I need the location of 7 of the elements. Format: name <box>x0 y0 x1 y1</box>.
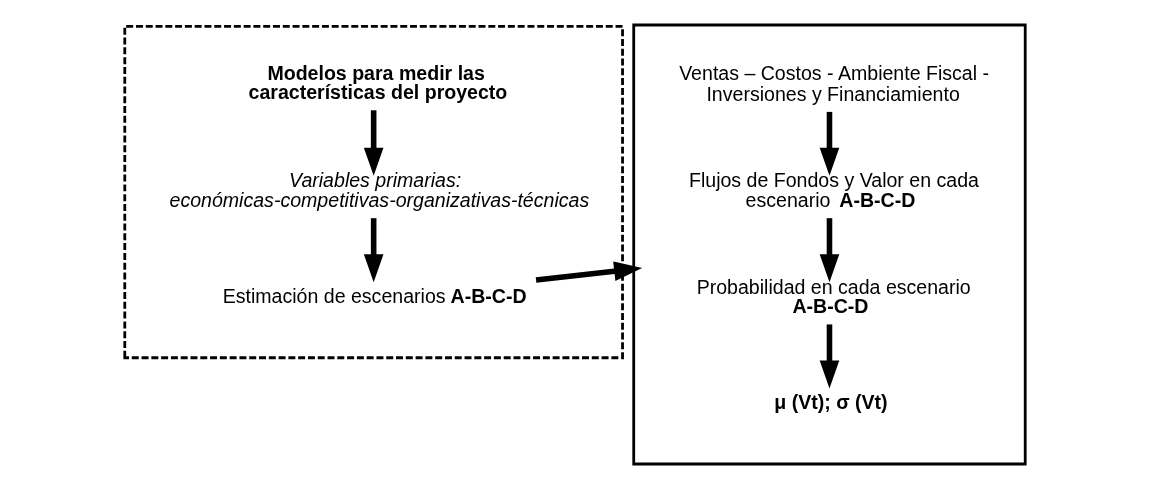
node-text: Modelos para medir las características del proyecto <box>248 61 507 104</box>
node-text: μ (Vt); σ (Vt) <box>773 391 888 414</box>
node-text: Flujos de Fondos y Valor en cada escenario A-B-C-D <box>688 169 979 212</box>
node-text: Ventas – Costos - Ambiente Fiscal - Inversiones y Financiamiento <box>678 61 989 105</box>
node-text: Probabilidad en cada escenario A-B-C-D <box>696 275 971 318</box>
node-text: Variables primarias: económicas-competitivas-organizativas-técnicas <box>169 169 589 212</box>
node-text: Estimación de escenarios A-B-C-D <box>222 284 527 307</box>
